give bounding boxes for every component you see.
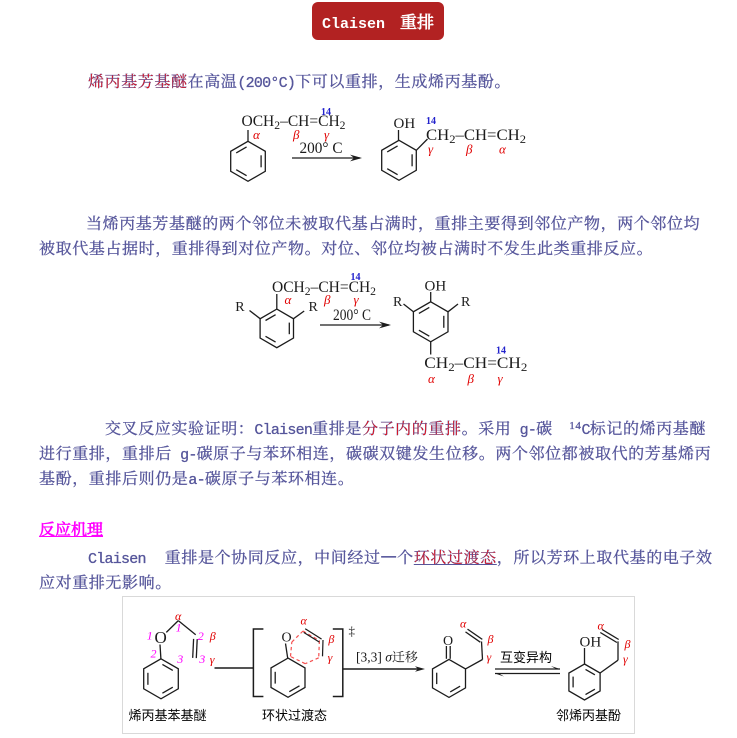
svg-text:14: 14 <box>321 107 331 118</box>
svg-text:γ: γ <box>487 650 492 664</box>
svg-text:α: α <box>499 142 507 157</box>
svg-text:β: β <box>467 371 475 386</box>
svg-text:R: R <box>309 300 319 315</box>
svg-text:α: α <box>598 619 605 633</box>
svg-text:R: R <box>461 295 471 310</box>
svg-text:β: β <box>465 142 473 157</box>
svg-text:3: 3 <box>176 652 183 666</box>
svg-text:OH: OH <box>394 116 416 132</box>
svg-text:β: β <box>624 637 631 651</box>
svg-text:γ: γ <box>428 142 434 157</box>
svg-text:O: O <box>282 631 292 646</box>
svg-text:OCH2–CH=CH2: OCH2–CH=CH2 <box>242 113 346 132</box>
svg-text:O: O <box>155 628 167 647</box>
svg-text:β: β <box>487 632 494 646</box>
svg-text:OH: OH <box>425 279 447 295</box>
svg-text:OH: OH <box>580 635 602 651</box>
svg-text:[3,3] σ迁移: [3,3] σ迁移 <box>356 647 418 666</box>
svg-text:3: 3 <box>198 652 205 666</box>
svg-text:γ: γ <box>324 127 330 142</box>
svg-text:R: R <box>393 295 403 310</box>
svg-text:14: 14 <box>496 346 506 357</box>
svg-text:邻烯丙基酚: 邻烯丙基酚 <box>556 708 621 723</box>
svg-text:α: α <box>175 609 182 623</box>
svg-text:OCH2–CH=CH2: OCH2–CH=CH2 <box>272 279 376 298</box>
svg-text:γ: γ <box>623 652 628 666</box>
svg-text:γ: γ <box>354 292 360 307</box>
svg-text:2: 2 <box>198 629 204 643</box>
svg-text:α: α <box>253 127 261 142</box>
svg-text:γ: γ <box>210 653 215 667</box>
svg-text:200° C: 200° C <box>333 307 371 324</box>
svg-text:γ: γ <box>328 651 333 665</box>
svg-text:α: α <box>428 371 436 386</box>
svg-text:β: β <box>292 127 300 142</box>
svg-text:β: β <box>323 292 331 307</box>
svg-text:γ: γ <box>498 371 504 386</box>
svg-text:‡: ‡ <box>349 623 356 638</box>
svg-text:烯丙基苯基醚: 烯丙基苯基醚 <box>129 708 207 723</box>
svg-text:α: α <box>285 292 293 307</box>
svg-text:1: 1 <box>147 629 153 643</box>
svg-text:200° C: 200° C <box>300 140 343 157</box>
svg-text:CH2–CH=CH2: CH2–CH=CH2 <box>424 355 527 374</box>
svg-text:互变异构: 互变异构 <box>500 650 552 665</box>
svg-text:CH2–CH=CH2: CH2–CH=CH2 <box>426 127 526 146</box>
svg-text:α: α <box>301 614 308 628</box>
svg-text:1: 1 <box>176 621 182 635</box>
svg-text:β: β <box>327 632 334 646</box>
svg-text:α: α <box>460 617 467 631</box>
svg-text:β: β <box>209 629 216 643</box>
svg-text:O: O <box>443 634 453 649</box>
svg-text:环状过渡态: 环状过渡态 <box>262 708 327 723</box>
svg-text:14: 14 <box>351 272 361 283</box>
svg-text:2: 2 <box>151 647 157 661</box>
svg-text:R: R <box>235 300 245 315</box>
svg-text:14: 14 <box>426 116 436 127</box>
